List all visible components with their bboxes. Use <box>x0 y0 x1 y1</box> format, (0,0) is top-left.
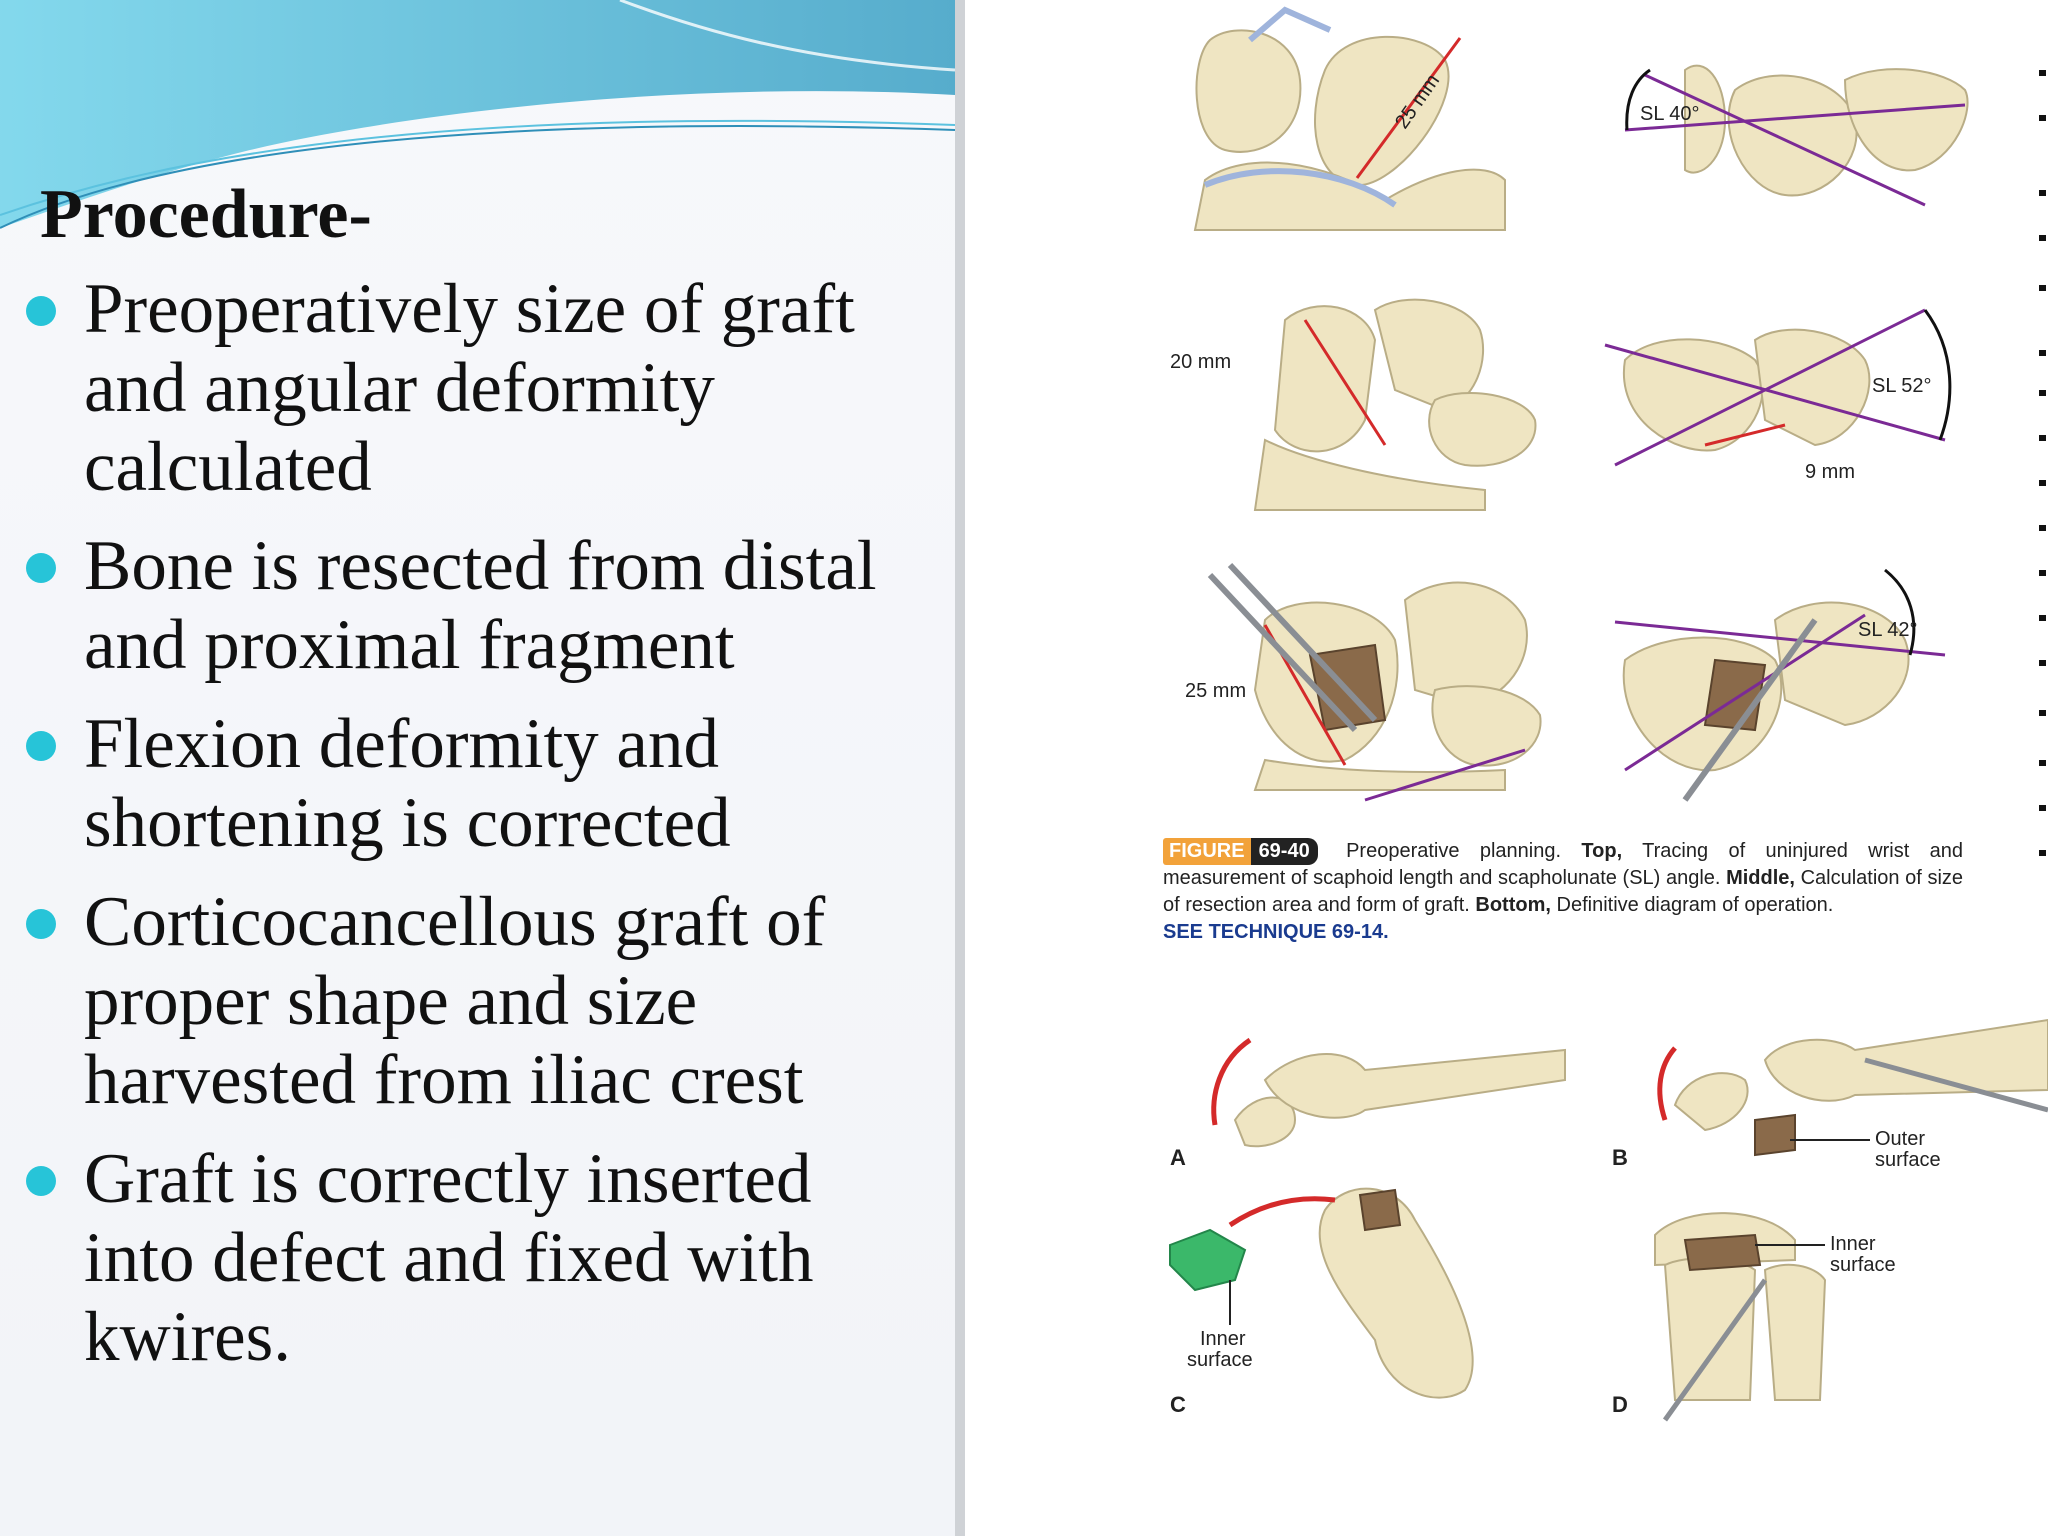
edge-mark <box>2039 850 2046 856</box>
axis-line <box>1644 73 1926 207</box>
transfer-arrow <box>1228 1196 1336 1228</box>
caption-middle-text: Calculation of size of resection area an… <box>1163 867 1964 916</box>
bullet-text: Corticocancellous graft of proper shape … <box>84 883 826 1119</box>
panel-a-illustration <box>1233 1048 1566 1148</box>
caption-bottom-text: Definitive diagram of operation. <box>1556 894 1834 916</box>
rotation-arrow <box>1211 1037 1252 1126</box>
measure-line <box>1303 319 1387 446</box>
graft-block <box>1703 658 1767 732</box>
bullet-dot-icon <box>26 731 56 761</box>
angle-arc <box>1884 568 1916 656</box>
caption-middle-label: Middle, <box>1726 867 1795 889</box>
figure-middle-right <box>1622 328 1871 452</box>
edge-mark <box>2039 660 2046 666</box>
caption-top-text: Tracing of uninjured wrist and measureme… <box>1163 840 1964 889</box>
label-outer-surface-2: surface <box>1875 1149 1941 1171</box>
measure-line <box>1355 37 1462 179</box>
label-inner-surface-b-1: Inner <box>1830 1233 1876 1255</box>
edge-mark <box>2039 805 2046 811</box>
label-outer-surface-1: Outer <box>1875 1128 1925 1150</box>
axis-line <box>1604 343 1946 442</box>
axis-line <box>1624 613 1866 772</box>
bullet-dot-icon <box>26 909 56 939</box>
rotation-arrow <box>1657 1046 1677 1121</box>
label-top-right-angle: SL 40° <box>1640 103 1700 125</box>
kwire <box>1227 562 1378 723</box>
bullet-dot-icon <box>26 553 56 583</box>
edge-mark <box>2039 760 2046 766</box>
label-inner-surface-c-1: Inner <box>1200 1328 1246 1350</box>
bullet-text: Bone is resected from distal and proxima… <box>84 527 877 684</box>
label-inner-surface-b-2: surface <box>1830 1254 1896 1276</box>
bullet-item: Bone is resected from distal and proxima… <box>24 527 924 685</box>
figure-top-right <box>1684 64 1969 197</box>
edge-mark <box>2039 285 2046 291</box>
axis-line <box>1614 308 1926 467</box>
bullet-item: Graft is correctly inserted into defect … <box>24 1140 924 1377</box>
figure-number: 69-40 <box>1250 838 1318 865</box>
surgical-figure: 25 mm SL 40° 20 mm SL 52° 9 mm 25 mm SL … <box>1169 6 2048 1422</box>
edge-mark <box>2039 350 2046 356</box>
edge-mark <box>2039 710 2046 716</box>
label-bottom-left-length: 25 mm <box>1185 680 1246 702</box>
edge-mark <box>2039 190 2046 196</box>
figure-panel <box>965 0 2048 1536</box>
panel-label-d: D <box>1612 1392 1628 1417</box>
figure-middle-left <box>1253 298 1537 511</box>
caption-intro: Preoperative planning. <box>1346 840 1562 862</box>
kwire <box>1864 1057 2048 1113</box>
panel-label-c: C <box>1170 1392 1186 1417</box>
see-technique-link[interactable]: SEE TECHNIQUE 69-14. <box>1163 921 1389 943</box>
edge-mark <box>2039 615 2046 621</box>
bullet-item: Corticocancellous graft of proper shape … <box>24 883 924 1120</box>
edge-mark <box>2039 390 2046 396</box>
slide-title: Procedure- <box>40 176 372 253</box>
caption-bottom-label: Bottom, <box>1475 894 1551 916</box>
panel-label-a: A <box>1170 1145 1186 1170</box>
kwire <box>1682 618 1818 802</box>
bullet-text: Preoperatively size of graft and angular… <box>84 270 855 506</box>
bullet-item: Preoperatively size of graft and angular… <box>24 270 924 507</box>
bullet-dot-icon <box>26 296 56 326</box>
axis-line <box>1614 620 1946 657</box>
bullet-list: Preoperatively size of graft and angular… <box>24 270 924 1397</box>
figure-bottom-left <box>1253 581 1542 791</box>
angle-arc <box>1923 309 1952 441</box>
bullet-text: Flexion deformity and shortening is corr… <box>84 705 731 862</box>
bullet-item: Flexion deformity and shortening is corr… <box>24 705 924 863</box>
bullet-dot-icon <box>26 1166 56 1196</box>
edge-mark <box>2039 480 2046 486</box>
bullet-text: Graft is correctly inserted into defect … <box>84 1140 814 1376</box>
label-middle-right-angle: SL 52° <box>1872 375 1932 397</box>
label-inner-surface-c-2: surface <box>1187 1349 1253 1371</box>
angle-arc <box>1625 68 1651 131</box>
header-wave-decoration <box>0 0 955 229</box>
kwire <box>1207 572 1358 733</box>
edge-mark <box>2039 525 2046 531</box>
panel-d-illustration <box>1654 1212 1827 1401</box>
label-bottom-right-angle: SL 42° <box>1858 619 1918 641</box>
kwire <box>1662 1278 1768 1422</box>
figure-badge: FIGURE <box>1163 838 1251 865</box>
axis-line <box>1364 748 1526 802</box>
panel-b-illustration <box>1673 1018 2048 1157</box>
edge-mark <box>2039 570 2046 576</box>
edge-mark <box>2039 435 2046 441</box>
caption-top-label: Top, <box>1581 840 1623 862</box>
measure-line <box>1704 423 1786 447</box>
edge-mark <box>2039 70 2046 76</box>
label-middle-right-length: 9 mm <box>1805 461 1855 483</box>
text-panel: Procedure- Preoperatively size of graft … <box>0 0 955 1536</box>
panel-c-illustration <box>1169 1187 1474 1399</box>
edge-mark <box>2039 115 2046 121</box>
panel-label-b: B <box>1612 1145 1628 1170</box>
edge-marks-decoration <box>2035 70 2048 910</box>
edge-mark <box>2039 235 2046 241</box>
axis-line <box>1624 103 1966 132</box>
panel-divider <box>955 0 965 1536</box>
label-middle-left-length: 20 mm <box>1170 351 1231 373</box>
figure-top-left <box>1193 6 1506 231</box>
